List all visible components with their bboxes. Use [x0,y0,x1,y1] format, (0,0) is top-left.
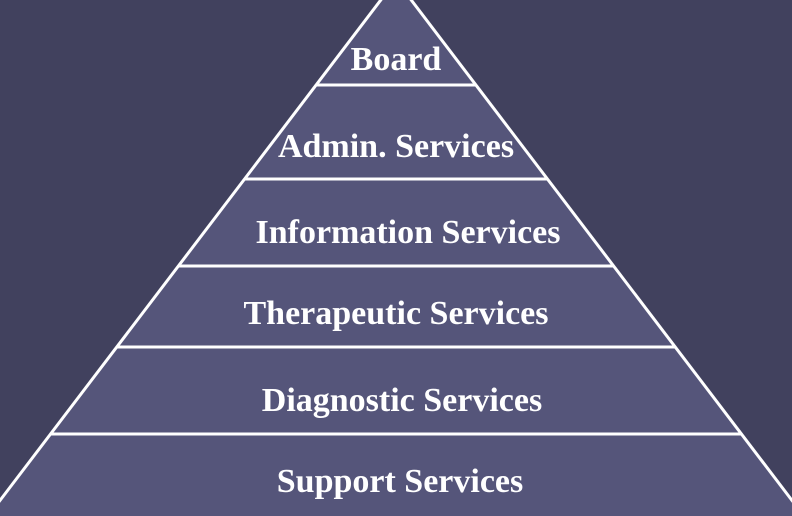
pyramid-tier-6 [0,434,792,516]
pyramid-tier-5 [50,347,742,434]
tier-label-2: Admin. Services [278,128,514,165]
tier-label-6: Support Services [277,463,524,500]
pyramid-right-edge [409,0,792,503]
pyramid-tier-2 [244,85,548,179]
pyramid-tier-4 [116,266,676,347]
pyramid-tier-1 [316,0,476,85]
tier-label-3: Information Services [255,214,560,251]
pyramid-left-edge [0,0,383,503]
tier-label-1: Board [351,41,442,78]
pyramid-tier-3 [178,179,614,266]
tier-label-4: Therapeutic Services [244,295,549,332]
tier-label-5: Diagnostic Services [262,382,542,419]
